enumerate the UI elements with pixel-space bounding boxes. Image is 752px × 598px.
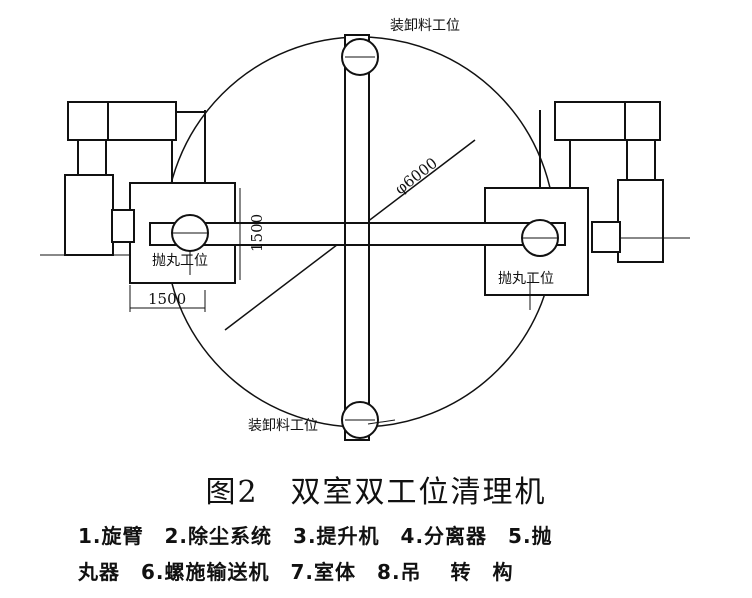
right-separator	[554, 101, 661, 141]
station-top-label: 装卸料工位	[390, 18, 460, 34]
dim-horizontal-label: 1500	[148, 290, 186, 308]
dim-vertical-label: 1500	[248, 214, 266, 252]
left-separator	[67, 101, 177, 141]
vertical-arm	[344, 34, 370, 441]
right-elevator	[626, 139, 656, 181]
left-elevator	[77, 139, 107, 176]
right-dust-collector	[617, 179, 664, 263]
legend-line-2: 丸器 6.螺施输送机 7.室体 8.吊 转 构	[78, 560, 514, 584]
right-blast-wheel	[591, 221, 621, 253]
figure-title: 图2 双室双工位清理机	[205, 475, 547, 510]
left-dust-collector	[64, 174, 114, 256]
left-blast-wheel	[111, 209, 135, 243]
station-left-label: 抛丸工位	[152, 253, 208, 269]
station-right-label: 抛丸工位	[498, 271, 554, 287]
legend-line-1: 1.旋臂 2.除尘系统 3.提升机 4.分离器 5.抛	[78, 524, 553, 548]
diameter-label: φ6000	[391, 154, 440, 198]
station-bottom-label: 装卸料工位	[248, 418, 318, 434]
cleaning-machine-diagram: 装卸料工位 装卸料工位 抛丸工位 抛丸工位 φ6000 1500 1500	[40, 18, 690, 441]
